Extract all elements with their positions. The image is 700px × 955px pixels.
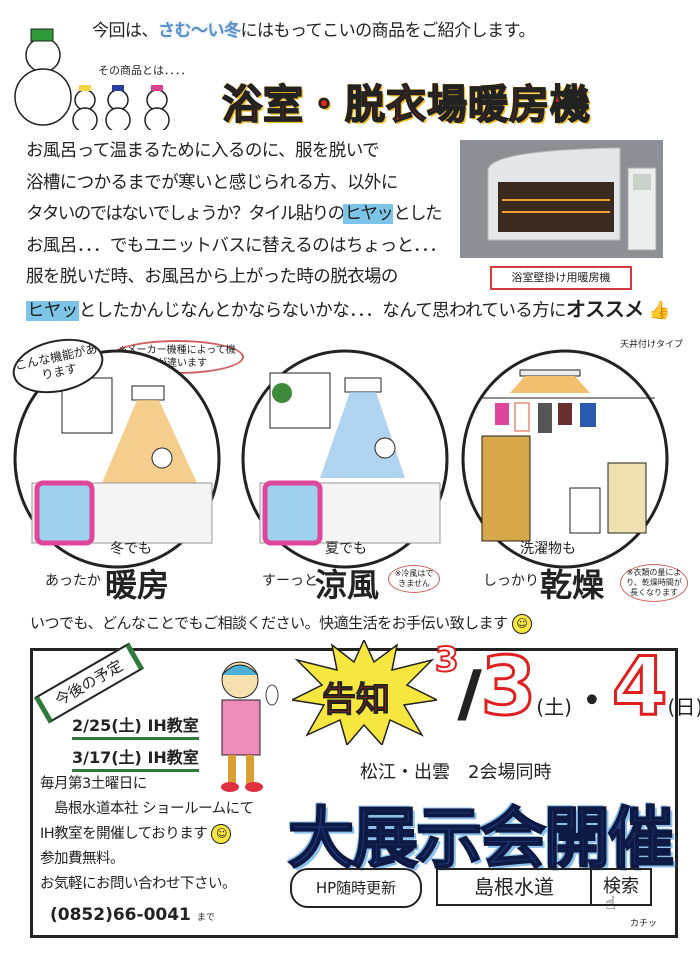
smiley-icon: ☺ [211,824,232,844]
thumbs-up-icon: 👍 [648,300,671,321]
description-line: とした [393,204,442,224]
drying-note: ※衣類の量により、乾燥時間が長くなります [620,564,688,602]
heating-label: 暖房 [105,566,170,604]
smiley-icon: ☺ [511,613,532,634]
snowmen-illustration [14,28,170,130]
event-box [30,648,678,938]
drying-label-side: しっかり [483,573,539,589]
drying-label: 乾燥 [540,566,605,604]
ceiling-type-note: 天井付けタイプ [620,340,684,350]
description-line: 浴槽につかるまでが寒いと感じられる方、以外に [26,172,398,193]
cooling-label: 涼風 [315,566,380,604]
drying-label-top: 洗濯物も [520,541,576,557]
description-line: 服を脱いだ時、お風呂から上がった時の脱衣場の [26,267,398,287]
heater-photo [460,140,663,258]
schedule-line: IH教室を開催しております ☺ [40,822,254,847]
consult-text: いつでも、どんなことでもご相談ください。快適生活をお手伝い致します ☺ [30,612,532,634]
announce-label: 告知 [322,680,391,721]
drying-scene [461,349,669,569]
page-title: 浴室・脱衣場暖房機 [221,81,591,129]
cook-illustration [221,661,279,792]
phone-number: (0852)66-0041 まで [50,905,215,925]
schedule-item: 2/25(土) IH教室 [72,712,199,740]
cooling-label-side: すーっと [262,573,318,589]
schedule-line: 参加費無料。 [40,851,124,867]
schedule-line: 毎月第3土曜日に [40,776,147,792]
schedule-line: お気軽にお問い合わせ下さい。 [40,876,236,892]
cooling-label-top: 夏でも [325,541,367,557]
heating-scene [13,349,221,569]
schedule-description: 毎月第3土曜日に 島根水道本社 ショールームにて IH教室を開催しております ☺… [40,772,254,897]
description-line: お風呂．．．でもユニットバスに替えるのはちょっと．．． [26,235,447,256]
photo-caption: 浴室壁掛け用暖房機 [490,266,632,290]
description: お風呂って温まるために入るのに、服を脱いで 浴槽につかるまでが寒いと感じられる方… [26,136,670,327]
hp-update-bubble: HP随時更新 [290,868,422,908]
description-line: お風呂って温まるために入るのに、服を脱いで [26,141,380,161]
search-button[interactable]: 検索 [590,868,652,906]
cooling-scene [241,349,449,569]
schedule-item: 3/17(土) IH教室 [72,744,199,772]
heating-label-side: あったか [45,573,101,589]
pointing-hand-icon: ☝ [605,893,616,914]
cooling-note: ※冷風はできません [388,565,440,593]
announce-starburst [292,640,437,745]
event-date: 3/3(土)・4(日) [434,639,700,735]
heating-label-top: 冬でも [110,541,152,557]
schedule-line: 島根水道本社 ショールームにて [40,801,254,817]
subtitle: その商品とは．．．． [98,64,192,77]
event-headline: 大展示会開催 [287,799,675,878]
intro-text: 今回は、さむ〜い冬にはもってこいの商品をご紹介します。 [92,21,535,41]
search-input[interactable]: 島根水道 [436,868,592,906]
click-sfx: カチッ [630,919,658,929]
description-line: ヒヤッとしたかんじなんとかならないかな．．．なんて思われている方にオススメ 👍 [26,296,670,321]
description-line: タタいのではないでしょうか？タイル貼りのヒヤッとした [26,204,442,224]
event-venue: 松江・出雲 2会場同時 [360,762,552,783]
